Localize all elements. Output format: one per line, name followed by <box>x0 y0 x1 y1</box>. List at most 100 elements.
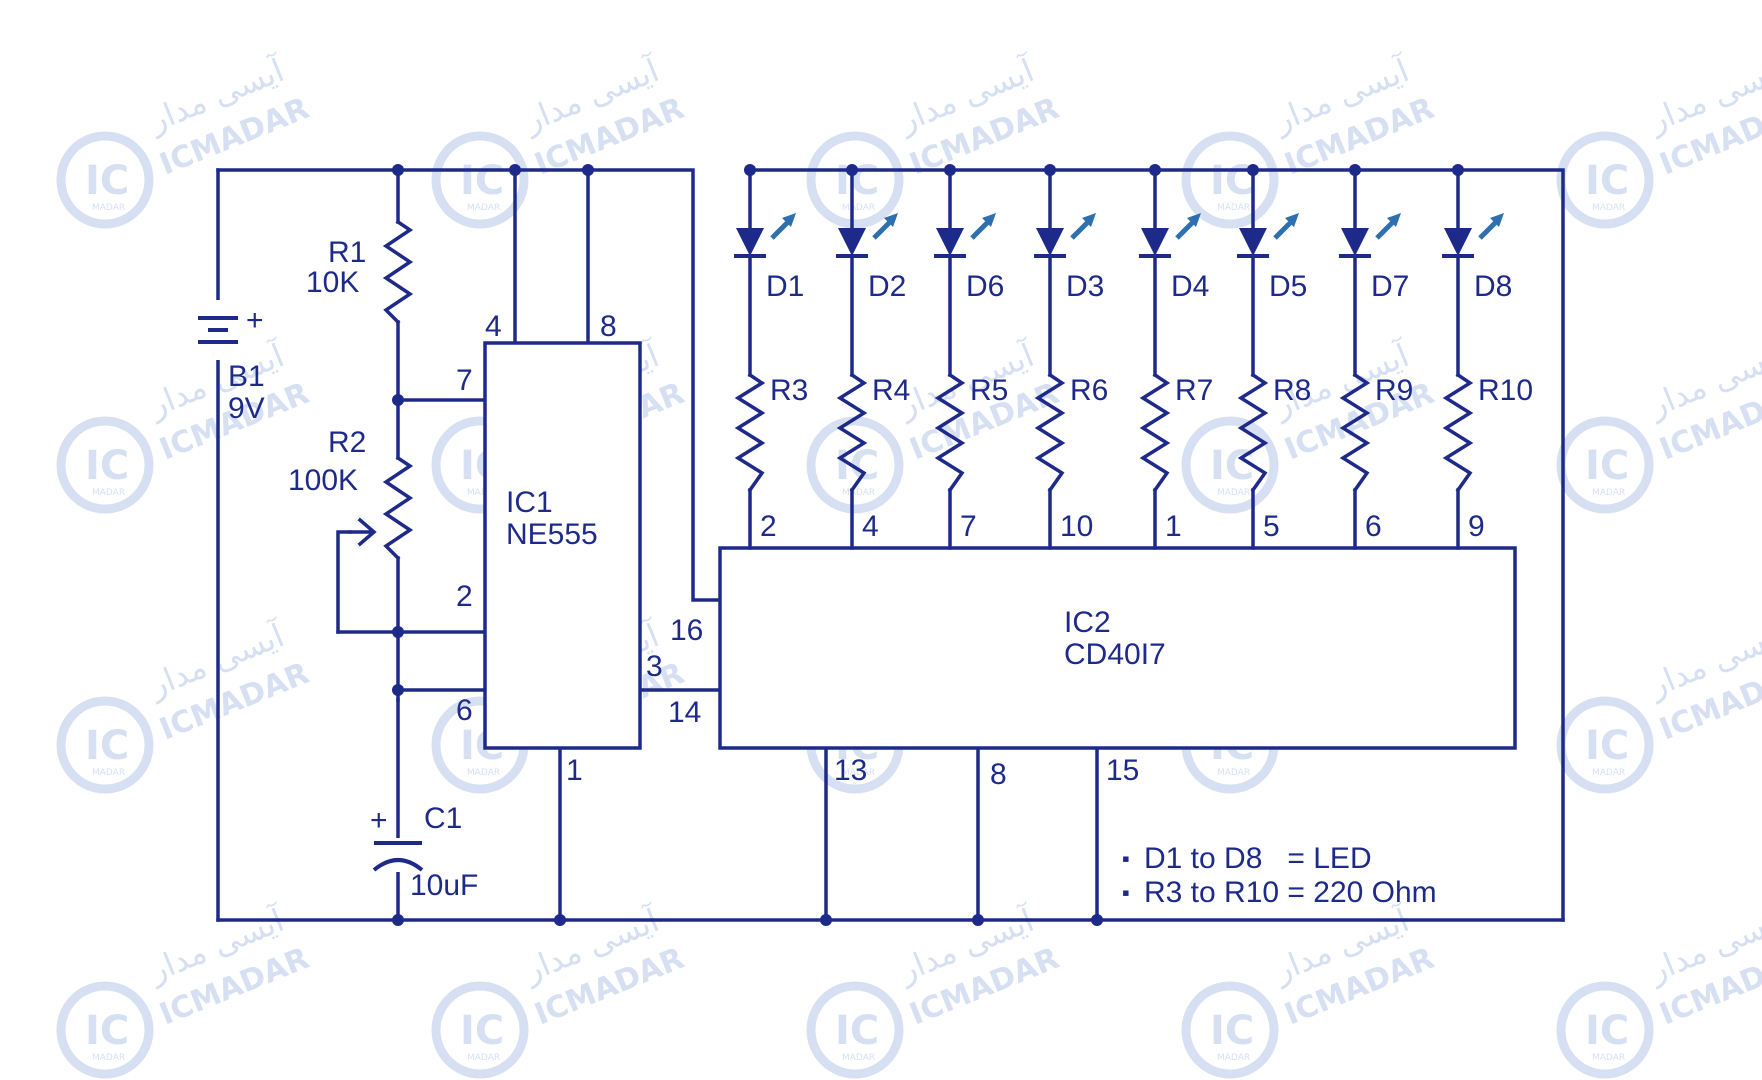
ic-logo-icon <box>1556 131 1654 229</box>
led-ref-label: D1 <box>766 270 804 303</box>
c1-value-label: 10uF <box>410 869 478 902</box>
led-branches: D1R32D2R44D6R57D3R610D4R71D5R85D7R96D8R1… <box>734 164 1533 550</box>
watermark-logo-text: IC <box>835 1008 879 1054</box>
ic-logo-icon <box>1181 131 1279 229</box>
resistor-zigzag <box>836 372 868 493</box>
ic-logo-icon <box>806 416 904 514</box>
junction-dot <box>944 164 956 176</box>
resistor-zigzag <box>734 372 766 493</box>
junction-dot <box>744 164 756 176</box>
watermark-logo-sub: MADAR <box>1592 203 1625 213</box>
led-diode-icon <box>936 228 964 256</box>
ic1-pin-1: 1 <box>566 754 583 787</box>
junctions <box>392 164 1103 926</box>
ic2-pin-13: 13 <box>834 754 867 787</box>
ic1-ne555: IC1 NE555 4 8 7 2 6 3 1 <box>456 310 663 787</box>
c1-plus-sign: + <box>370 804 388 837</box>
ic-logo-icon <box>56 416 154 514</box>
ic2-cd4017: IC2 CD40I7 16 14 13 8 15 <box>668 546 1517 791</box>
ic-logo-icon <box>431 981 529 1079</box>
ic2-output-pin-label: 10 <box>1060 510 1093 543</box>
note-resistor-line: R3 to R10 = 220 Ohm <box>1144 876 1437 909</box>
resistor-ref-label: R10 <box>1478 374 1533 407</box>
resistor-ref-label: R5 <box>970 374 1008 407</box>
watermark-logo-sub: MADAR <box>842 203 875 213</box>
led-ref-label: D7 <box>1371 270 1409 303</box>
watermark-logo-text: IC <box>85 1008 129 1054</box>
watermark-logo-text: IC <box>1585 723 1629 769</box>
resistor-ref-label: R9 <box>1375 374 1413 407</box>
resistor-zigzag <box>934 372 966 493</box>
potentiometer-r2: R2 100K <box>288 426 414 561</box>
watermark-logo-sub: MADAR <box>92 488 125 498</box>
led-diode-icon <box>838 228 866 256</box>
junction-dot <box>1044 164 1056 176</box>
watermark-logo-text: IC <box>1585 158 1629 204</box>
resistor-zigzag <box>1139 372 1171 493</box>
battery-value-label: 9V <box>228 392 265 425</box>
ic1-pin-8: 8 <box>600 310 617 343</box>
ic2-output-pin-label: 9 <box>1468 510 1485 543</box>
led-diode-icon <box>1444 228 1472 256</box>
watermark-logo-sub: MADAR <box>1592 1053 1625 1063</box>
led-ref-label: D8 <box>1474 270 1512 303</box>
ic2-pin-15: 15 <box>1106 754 1139 787</box>
ic2-pin-8: 8 <box>990 758 1007 791</box>
watermark-logo-text: IC <box>1585 443 1629 489</box>
ic-logo-icon <box>1181 416 1279 514</box>
watermark-logo-sub: MADAR <box>1217 768 1250 778</box>
ic2-output-pin-label: 7 <box>960 510 977 543</box>
resistor-zigzag <box>1237 372 1269 493</box>
watermark-logo-text: IC <box>1210 158 1254 204</box>
note-led-line: D1 to D8 = LED <box>1144 842 1372 875</box>
resistor-ref-label: R3 <box>770 374 808 407</box>
resistor-zigzag <box>1442 372 1474 493</box>
watermark-logo-text: IC <box>85 723 129 769</box>
ic-logo-icon <box>56 131 154 229</box>
watermark-logo-text: IC <box>1210 443 1254 489</box>
r1-ref-label: R1 <box>328 236 366 269</box>
ic2-output-pin-label: 1 <box>1165 510 1182 543</box>
ic1-ref-label: IC1 <box>506 486 553 519</box>
resistor-ref-label: R4 <box>872 374 910 407</box>
ic1-part-label: NE555 <box>506 518 598 551</box>
watermark-logo-sub: MADAR <box>1217 203 1250 213</box>
watermark-logo-sub: MADAR <box>1217 488 1250 498</box>
note-bullet: ▪ <box>1122 880 1130 905</box>
ic2-ref-label: IC2 <box>1064 606 1111 639</box>
led-ref-label: D4 <box>1171 270 1209 303</box>
ic1-pin-2: 2 <box>456 580 473 613</box>
watermark-logo-sub: MADAR <box>842 1053 875 1063</box>
watermark-logo-sub: MADAR <box>92 203 125 213</box>
r2-value-label: 100K <box>288 464 358 497</box>
led-ref-label: D3 <box>1066 270 1104 303</box>
watermark-logo-sub: MADAR <box>842 488 875 498</box>
junction-dot <box>846 164 858 176</box>
watermark-logo-sub: MADAR <box>1217 1053 1250 1063</box>
capacitor-c1: + C1 10uF <box>370 802 478 902</box>
led-ref-label: D2 <box>868 270 906 303</box>
battery-b1: + B1 9V <box>196 300 265 425</box>
watermark-logo-text: IC <box>1585 1008 1629 1054</box>
watermark-logo-sub: MADAR <box>92 1053 125 1063</box>
r2-ref-label: R2 <box>328 426 366 459</box>
watermark-logo-text: IC <box>460 158 504 204</box>
watermark-logo-sub: MADAR <box>467 768 500 778</box>
ic2-pin-14: 14 <box>668 696 701 729</box>
battery-plus-sign: + <box>246 304 264 337</box>
ic-logo-icon <box>1556 981 1654 1079</box>
watermark-logo-sub: MADAR <box>842 768 875 778</box>
led-diode-icon <box>1036 228 1064 256</box>
ic-logo-icon <box>1556 696 1654 794</box>
battery-ref-label: B1 <box>228 360 265 393</box>
watermark-logo-sub: MADAR <box>1592 488 1625 498</box>
ic2-output-pin-label: 4 <box>862 510 879 543</box>
resistor-ref-label: R6 <box>1070 374 1108 407</box>
ic2-output-pin-label: 5 <box>1263 510 1280 543</box>
